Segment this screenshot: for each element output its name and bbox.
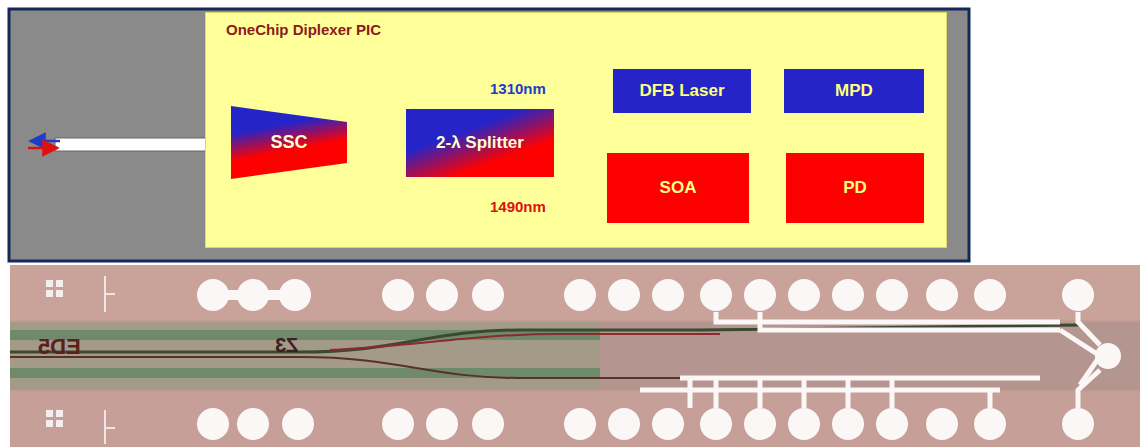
chip-marking: Z3 xyxy=(275,334,298,357)
block-label: SOA xyxy=(660,178,697,198)
fiber-arrow xyxy=(30,140,60,143)
block-label: MPD xyxy=(835,81,873,101)
wavelength-label: 1490nm xyxy=(490,198,546,215)
monitor-pd-box: MPD xyxy=(784,69,924,113)
wavelength-label: 1310nm xyxy=(490,80,546,97)
fiber-arrow xyxy=(28,147,58,150)
block-label: PD xyxy=(843,178,867,198)
splitter-box: 2-λ Splitter xyxy=(406,109,554,177)
chip-marking: ED5 xyxy=(38,334,81,360)
panel-title: OneChip Diplexer PIC xyxy=(226,21,381,38)
chip-photo xyxy=(10,265,1140,447)
block-label: DFB Laser xyxy=(639,81,724,101)
soa-group-outline xyxy=(590,140,766,236)
pd-box: PD xyxy=(786,153,924,223)
soa-box: SOA xyxy=(607,153,749,223)
laser-box: DFB Laser xyxy=(613,69,751,113)
block-label: 2-λ Splitter xyxy=(436,133,524,153)
block-label: SSC xyxy=(270,132,307,153)
fiber xyxy=(55,138,217,151)
grey-frame xyxy=(9,9,969,261)
pic-panel: OneChip Diplexer PIC SSC 2-λ Splitter DFB L… xyxy=(205,12,947,248)
ssc-coupler: SSC xyxy=(231,106,347,179)
